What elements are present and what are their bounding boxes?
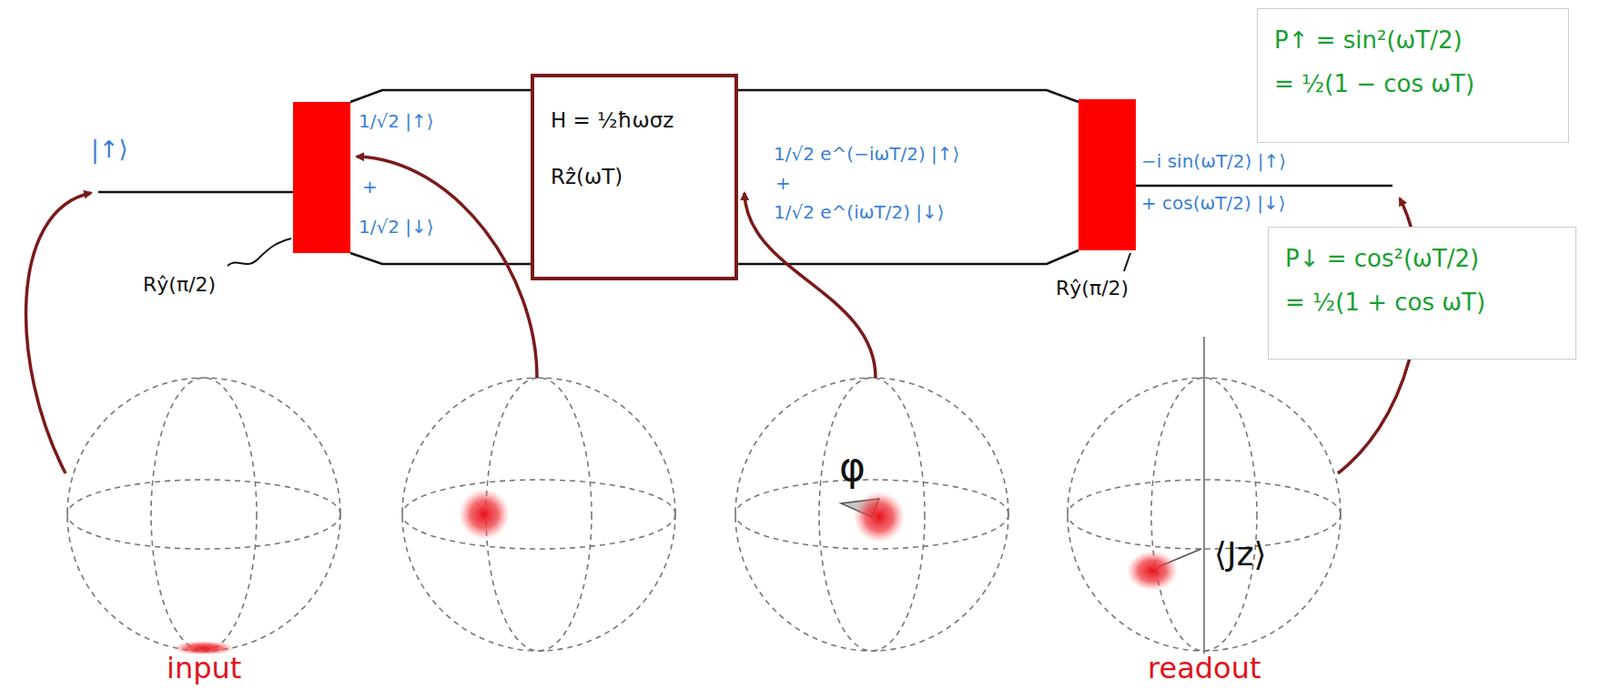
probability-box: P↑ = sin²(ωT/2) = ½(1 − cos ωT) — [1256, 8, 1570, 143]
hamiltonian-box: H = ½ħωσzRẑ(ωT) — [530, 73, 739, 281]
stage-caption: input — [162, 653, 245, 683]
node-heading: P↓ = cos²(ωT/2) — [1285, 245, 1560, 274]
state-term: 1/√2 |↓⟩ — [358, 216, 435, 238]
node-body: = ½(1 + cos ωT) — [1285, 289, 1560, 317]
state-term: 1/√2 e^(−iωT/2) |↑⟩ — [773, 143, 960, 165]
stage-caption: readout — [1144, 653, 1265, 683]
node-body: Rẑ(ωT) — [550, 164, 719, 189]
bloch-sphere — [402, 377, 676, 651]
state-ket: |↑⟩ — [91, 136, 129, 164]
beam-paths — [98, 90, 1393, 264]
output-state: + cos(ωT/2) |↓⟩ — [1141, 192, 1286, 214]
pulse-label: Rŷ(π/2) — [142, 273, 216, 296]
probability-box: P↓ = cos²(ωT/2) = ½(1 + cos ωT) — [1267, 226, 1577, 360]
node-body: = ½(1 − cos ωT) — [1274, 70, 1552, 99]
plus-sign: + — [362, 176, 378, 198]
leader-line — [1124, 253, 1131, 272]
phase-symbol: φ — [839, 444, 866, 491]
node-heading: H = ½ħωσz — [550, 108, 719, 132]
state-term: 1/√2 e^(iωT/2) |↓⟩ — [773, 202, 945, 223]
pulse-label: Rŷ(π/2) — [1055, 276, 1129, 300]
output-state: −i sin(ωT/2) |↑⟩ — [1141, 151, 1287, 173]
plus-sign: + — [775, 172, 791, 194]
state-blob — [853, 491, 905, 543]
bloch-sphere — [735, 377, 1009, 651]
z-axis — [1203, 336, 1206, 674]
beam-splitter — [1078, 99, 1136, 251]
state-blob — [458, 488, 510, 540]
state-term: 1/√2 |↑⟩ — [358, 111, 435, 132]
state-blob — [1126, 550, 1178, 591]
bloch-sphere — [67, 377, 341, 651]
leader-line — [227, 238, 292, 266]
node-heading: P↑ = sin²(ωT/2) — [1274, 27, 1552, 55]
observable-label: ⟨Jz⟩ — [1214, 535, 1267, 573]
beam-splitter — [293, 101, 351, 254]
